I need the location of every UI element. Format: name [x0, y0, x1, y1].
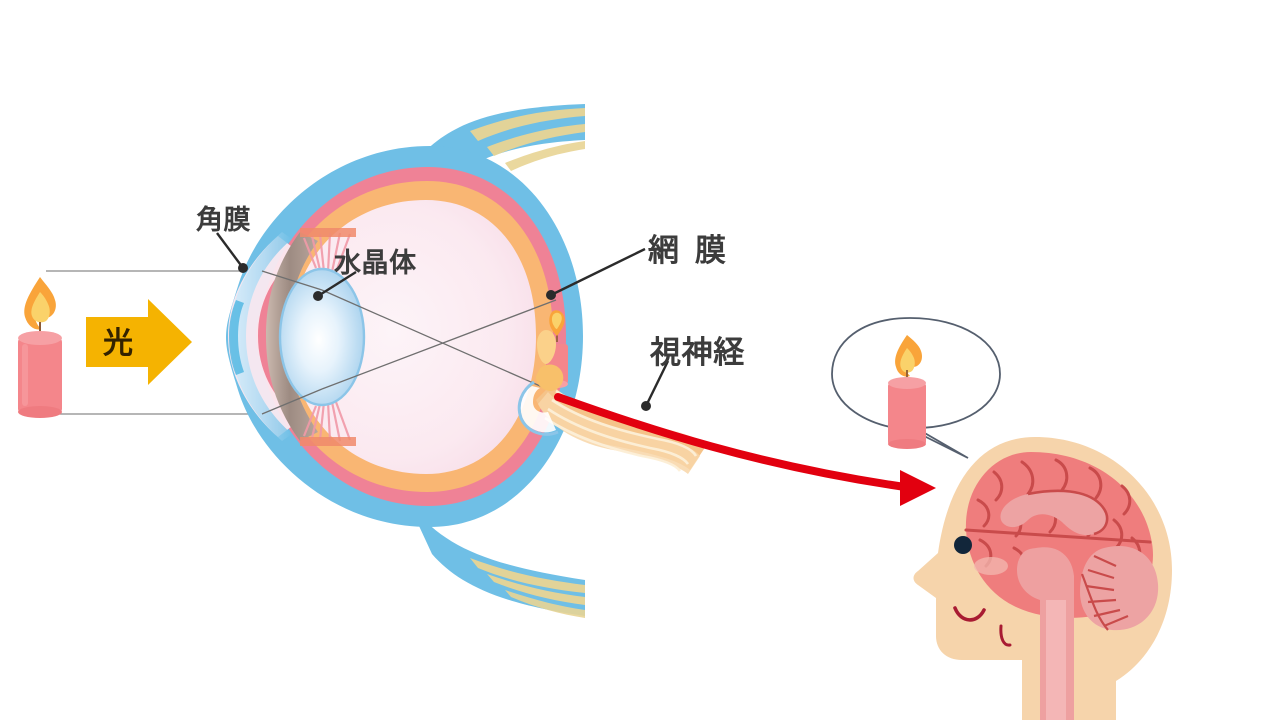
leader-dot-retina — [546, 290, 556, 300]
perceived-candle — [888, 335, 926, 449]
head-with-brain — [913, 437, 1172, 720]
corpus-callosum — [1000, 490, 1108, 536]
candle-light-source — [18, 277, 62, 418]
iris-ciliary-body — [266, 232, 318, 441]
cornea-sheen — [229, 300, 244, 375]
lens — [278, 267, 366, 407]
label-cornea: 角膜 — [196, 205, 252, 235]
mouth — [953, 606, 986, 622]
label-optic-nerve: 視神経 — [650, 335, 745, 370]
leader-lens — [317, 270, 357, 298]
eye-dot — [954, 536, 972, 554]
eye-globe — [226, 146, 583, 527]
cerebellum-folia — [1080, 554, 1129, 631]
label-light: 光 — [103, 327, 134, 360]
callosum-outline — [1027, 489, 1109, 536]
leader-optic — [644, 360, 670, 407]
light-ray-lines — [261, 270, 557, 415]
leader-dot-lens — [313, 291, 323, 301]
thought-bubble — [831, 317, 1001, 459]
ciliary-band-bottom — [300, 437, 356, 446]
label-retina: 網 膜 — [648, 233, 730, 268]
vitreous-body — [289, 200, 536, 474]
leader-dot-cornea — [238, 263, 248, 273]
candle-base — [18, 406, 62, 418]
candle-flame-inner — [31, 292, 50, 323]
label-lens: 水晶体 — [334, 248, 417, 278]
candle-highlight — [22, 344, 28, 406]
blush — [974, 557, 1008, 575]
candle-top — [18, 331, 62, 345]
cornea — [230, 232, 292, 441]
leader-cornea — [216, 232, 244, 269]
signal-arrow-to-brain — [554, 393, 936, 506]
object-extent-guides — [46, 270, 262, 415]
leader-lines — [216, 232, 670, 411]
ear-or-chin-line — [999, 624, 1012, 647]
candle-body — [18, 338, 62, 413]
leader-retina — [550, 247, 646, 297]
spinal-cord — [1046, 600, 1066, 720]
zonule-fibers — [302, 232, 352, 442]
cerebellum — [1080, 545, 1159, 631]
leader-dot-optic — [641, 401, 651, 411]
light-direction-arrow — [86, 299, 192, 385]
ciliary-band-top — [300, 228, 356, 237]
